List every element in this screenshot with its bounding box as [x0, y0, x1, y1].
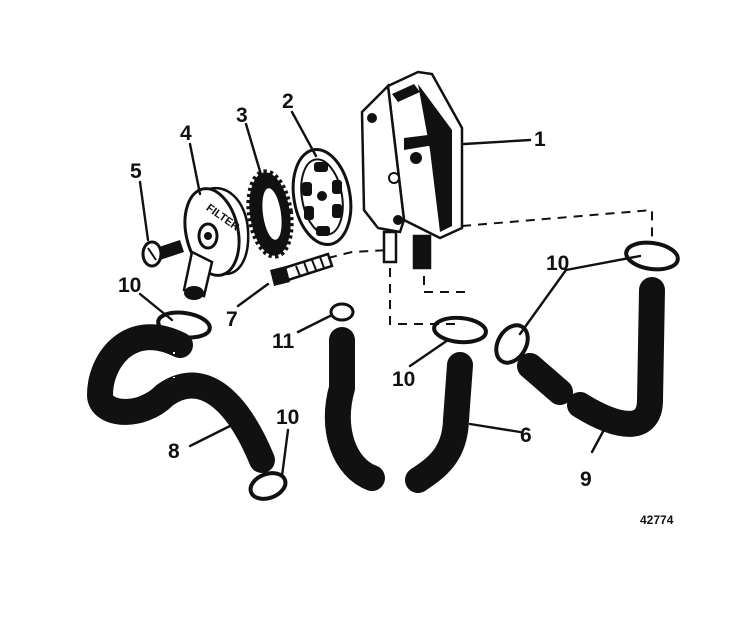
- callout-5: 5: [130, 160, 142, 183]
- callout-3: 3: [236, 104, 248, 127]
- fuel-pump-body: [360, 70, 464, 270]
- callout-6: 6: [520, 424, 532, 447]
- cover-screw: [141, 240, 184, 268]
- callout-numbers: 1 2 3 4 5 7 11 6 8 9 10 10 10 10: [118, 90, 592, 491]
- callout-11: 11: [272, 330, 295, 353]
- callout-10-middle: 10: [392, 368, 415, 391]
- figure-number: 42774: [640, 513, 674, 527]
- filter-plate: [291, 147, 353, 247]
- callout-8: 8: [168, 440, 180, 463]
- callout-1: 1: [534, 128, 546, 151]
- mounting-bolt: [270, 252, 334, 286]
- callout-9: 9: [580, 468, 592, 491]
- callout-4: 4: [180, 122, 192, 145]
- callout-7: 7: [226, 308, 238, 331]
- callout-10-left: 10: [118, 274, 141, 297]
- filter-cover: FILTER: [182, 187, 250, 300]
- clamps: [156, 240, 680, 501]
- leader-lines: [138, 110, 642, 478]
- callout-10-bottom: 10: [276, 406, 299, 429]
- gasket: [246, 169, 294, 259]
- hoses: [87, 277, 665, 493]
- callout-10-right: 10: [546, 252, 569, 275]
- callout-2: 2: [282, 90, 294, 113]
